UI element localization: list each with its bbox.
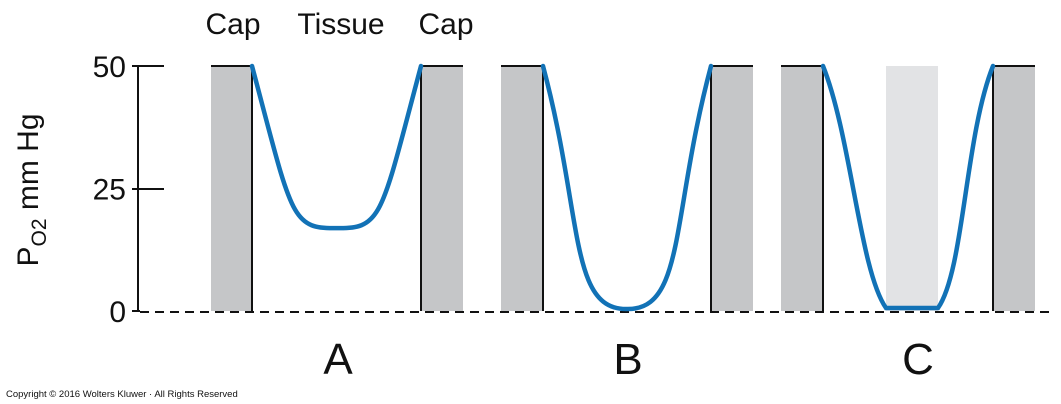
panel-b-po2-curve [540, 63, 714, 312]
panel-a-po2-curve [249, 63, 424, 231]
y-axis-label-sub2: 2 [28, 218, 51, 230]
y-tick-label-0: 0 [109, 296, 126, 329]
y-axis-label-unit: mm Hg [12, 113, 45, 218]
y-tick-label-25: 25 [93, 174, 126, 207]
panel-label-c: C [902, 335, 934, 384]
panels [211, 63, 1035, 312]
panel-b-capillary-left [501, 66, 543, 311]
y-axis-label: PO2 mm Hg [12, 113, 51, 266]
panel-b-capillary-right [711, 66, 753, 311]
panel-a-capillary-right [421, 66, 463, 311]
header-cap-left: Cap [205, 8, 260, 41]
y-axis-label-sub: O [28, 230, 51, 246]
panel-c-anoxic-core [886, 66, 938, 311]
panel-a-capillary-left [211, 66, 252, 311]
panel-label-a: A [323, 335, 353, 384]
panel-c-capillary-right [993, 66, 1035, 311]
panel-c-capillary-left [781, 66, 823, 311]
y-axis [132, 65, 164, 312]
header-tissue: Tissue [297, 8, 384, 41]
panel-c-po2-curve [820, 63, 996, 311]
copyright-notice: Copyright © 2016 Wolters Kluwer · All Ri… [6, 389, 238, 400]
header-cap-right: Cap [418, 8, 473, 41]
y-tick-label-50: 50 [93, 51, 126, 84]
panel-label-b: B [613, 335, 642, 384]
y-axis-label-main: P [12, 247, 45, 267]
